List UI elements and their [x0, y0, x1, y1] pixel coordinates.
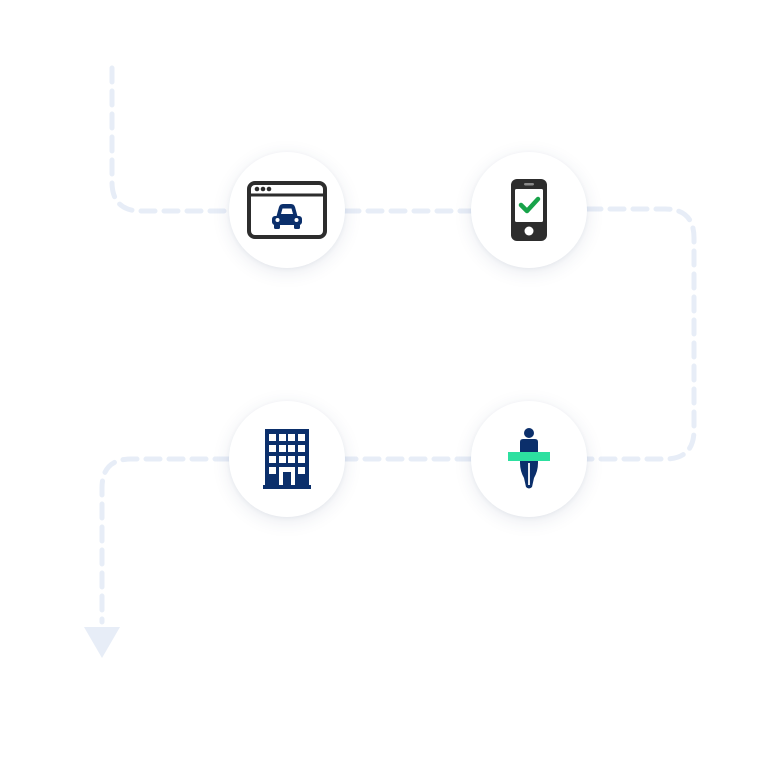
path-segment-phone-person — [584, 206, 697, 462]
step-browser-car — [229, 152, 345, 268]
step-person-sash — [471, 401, 587, 517]
office-building-icon — [263, 429, 311, 489]
phone-check-icon — [511, 179, 547, 241]
path-segment-end — [99, 456, 232, 625]
browser-car-icon — [247, 181, 327, 239]
path-segment-start — [109, 65, 232, 214]
person-sash-icon — [508, 428, 550, 489]
step-phone-check — [471, 152, 587, 268]
arrow-down-icon — [84, 627, 120, 658]
step-office-building — [229, 401, 345, 517]
